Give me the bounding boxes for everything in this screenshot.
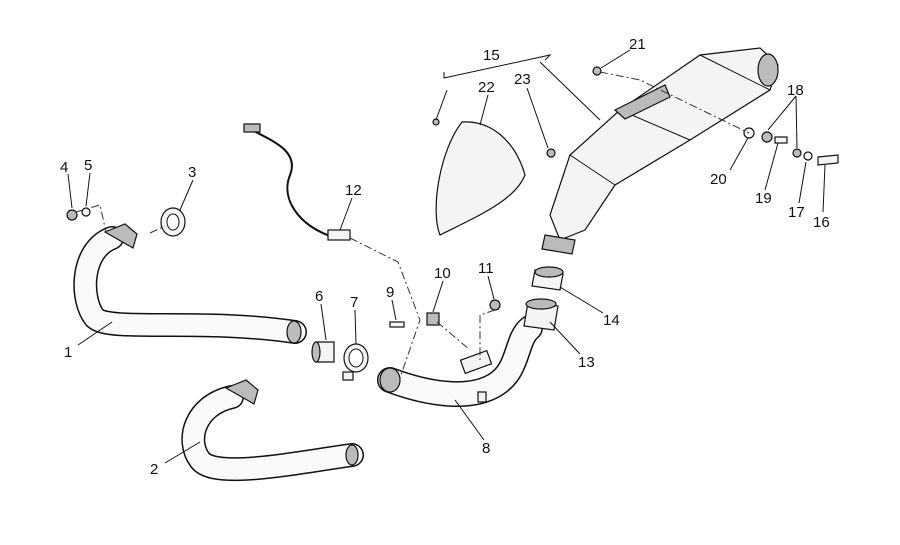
- callout-15: 15: [483, 47, 500, 64]
- callout-10: 10: [434, 265, 451, 282]
- callout-20: 20: [710, 171, 727, 188]
- callout-11: 11: [478, 260, 494, 277]
- callout-23: 23: [514, 71, 531, 88]
- callout-1: 1: [64, 344, 72, 361]
- callout-labels: 1 2 3 4 5 6 7 8 9 10 11 12 13 14 15 16 1…: [60, 36, 830, 478]
- callout-8: 8: [482, 440, 490, 457]
- washer-18a: [761, 131, 773, 143]
- nut-21: [592, 66, 602, 76]
- callout-14: 14: [603, 312, 620, 329]
- assembly-lines: [75, 71, 750, 379]
- callout-18: 18: [787, 82, 804, 99]
- exhaust-pipe-8-collector: [377, 315, 543, 407]
- exhaust-pipe-2: [181, 379, 364, 482]
- callout-22: 22: [478, 79, 495, 96]
- callout-12: 12: [345, 182, 362, 199]
- washer-17: [803, 151, 813, 161]
- nut-4: [66, 209, 78, 221]
- nut-11: [489, 299, 501, 311]
- sleeve-6: [311, 341, 335, 363]
- callout-7: 7: [350, 294, 358, 311]
- lambda-sensor-12: [243, 123, 351, 241]
- callout-2: 2: [150, 461, 158, 478]
- exhaust-pipe-1: [73, 223, 307, 344]
- callout-3: 3: [188, 164, 196, 181]
- washer-5: [81, 207, 91, 217]
- callout-4: 4: [60, 159, 68, 176]
- spacer-19: [774, 136, 788, 144]
- callout-17: 17: [788, 204, 805, 221]
- clamp-7: [342, 343, 369, 381]
- bolt-9: [389, 321, 405, 328]
- callout-13: 13: [578, 354, 595, 371]
- leader-lines: [67, 49, 826, 464]
- heat-shield-22: [435, 121, 526, 236]
- callout-9: 9: [386, 284, 394, 301]
- washer-18b: [792, 148, 802, 158]
- callout-21: 21: [629, 36, 646, 53]
- screw-23: [546, 148, 556, 158]
- callout-19: 19: [755, 190, 772, 207]
- bolt-16: [817, 154, 839, 166]
- callout-6: 6: [315, 288, 323, 305]
- gasket-13: [523, 298, 559, 331]
- clamp-14: [531, 266, 564, 291]
- gasket-3: [160, 207, 186, 237]
- muffler: [541, 47, 779, 255]
- spacer-10: [426, 312, 440, 326]
- callout-5: 5: [84, 157, 92, 174]
- callout-16: 16: [813, 214, 830, 231]
